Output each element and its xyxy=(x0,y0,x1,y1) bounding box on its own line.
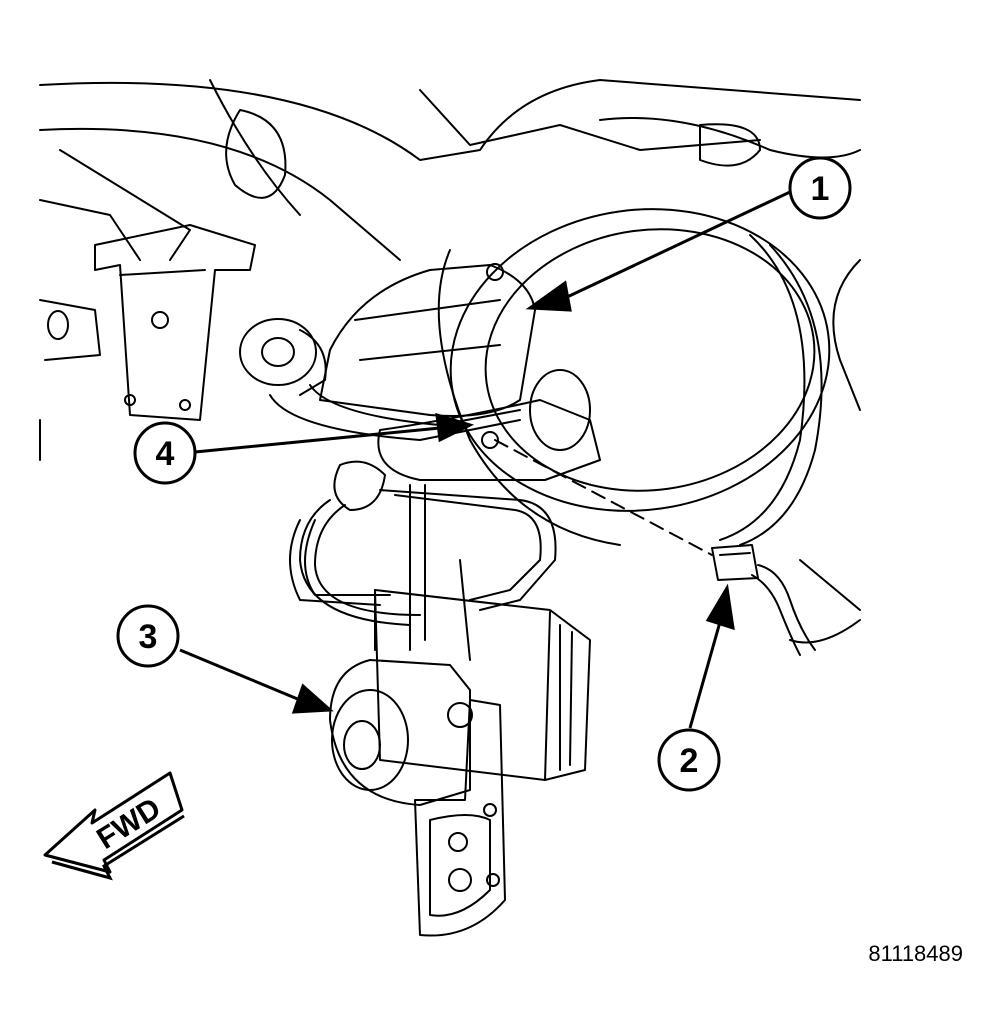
mounting-bracket xyxy=(39,224,256,421)
arrowhead-3 xyxy=(291,683,334,714)
sensor-connector xyxy=(711,544,816,656)
forward-direction-arrow: FWD xyxy=(43,771,185,881)
vehicle-structure xyxy=(39,79,861,644)
reservoir-cap xyxy=(239,318,327,396)
sensor-guide-line xyxy=(494,439,713,556)
leader-arrow-2 xyxy=(688,621,722,729)
arrowhead-1 xyxy=(525,280,572,312)
leader-arrow-3 xyxy=(179,648,301,702)
leader-arrow-4 xyxy=(194,426,441,454)
callout-2: 2 xyxy=(657,728,721,792)
brake-booster xyxy=(437,208,831,546)
abs-control-unit xyxy=(374,589,591,781)
callout-1: 1 xyxy=(788,156,852,220)
arrowhead-4 xyxy=(435,412,475,443)
arrowhead-2 xyxy=(705,583,735,631)
svg-text:1: 1 xyxy=(811,170,830,208)
abs-pump-motor xyxy=(329,659,473,806)
brake-lines xyxy=(289,484,557,661)
svg-text:3: 3 xyxy=(139,618,158,656)
leader-arrow-1 xyxy=(564,190,791,300)
callout-4: 4 xyxy=(133,421,197,485)
callout-3: 3 xyxy=(116,604,180,668)
svg-text:2: 2 xyxy=(680,742,699,780)
master-cylinder xyxy=(333,369,601,511)
abs-mounting-bracket xyxy=(414,699,506,937)
svg-text:4: 4 xyxy=(156,435,175,473)
figure-number: 81118489 xyxy=(868,941,963,966)
